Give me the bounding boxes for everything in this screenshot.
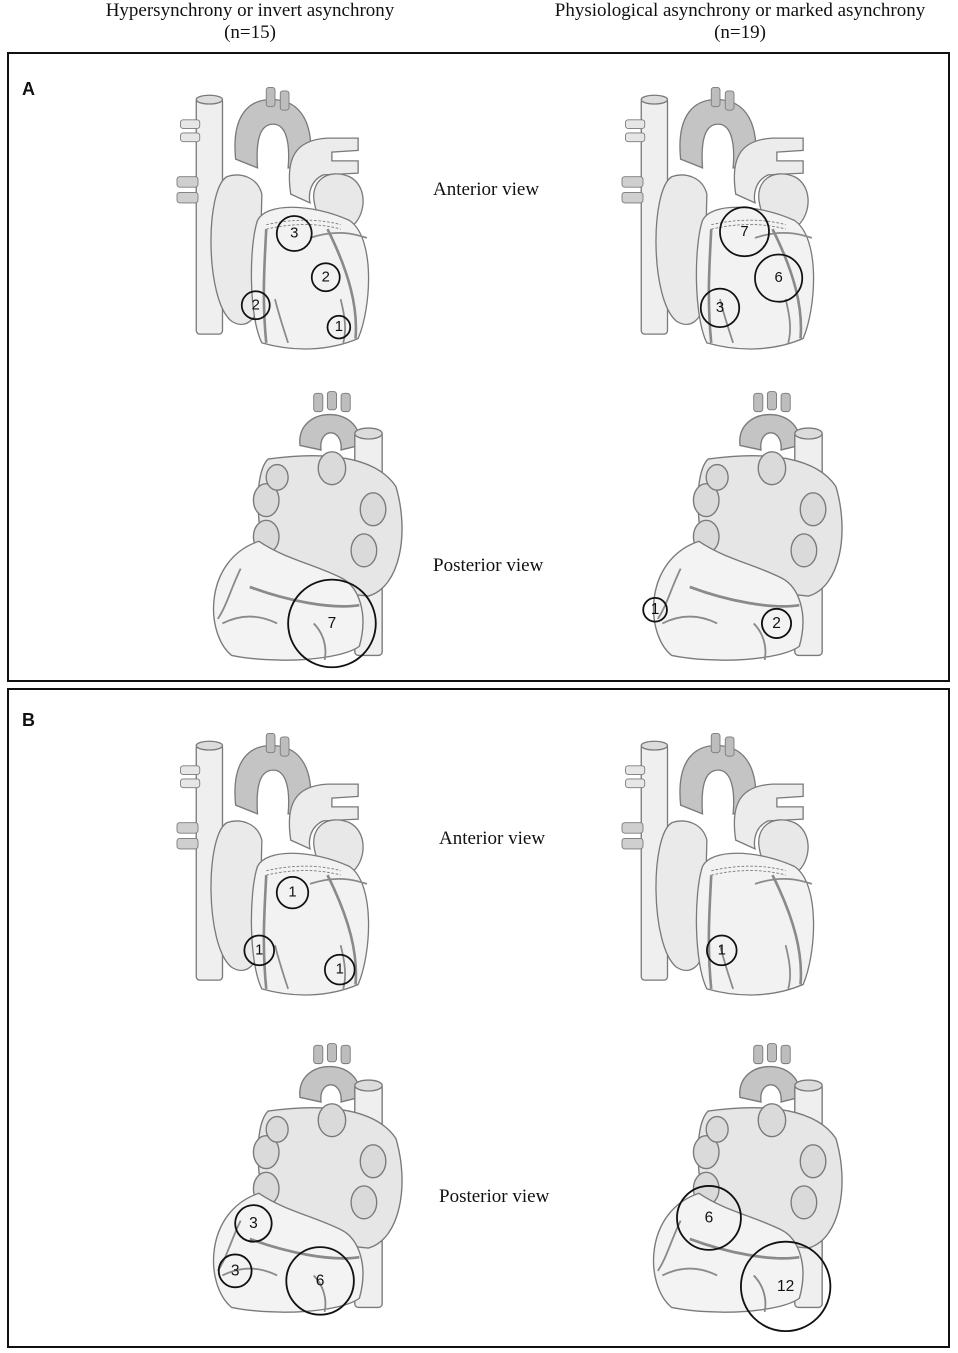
svg-text:1: 1: [718, 942, 726, 958]
svg-text:1: 1: [336, 962, 344, 978]
column-title: Hypersynchrony or invert asynchrony: [105, 0, 395, 21]
svg-text:6: 6: [316, 1272, 325, 1289]
count-marker: 1: [642, 596, 668, 623]
count-marker: 12: [740, 1240, 832, 1333]
count-marker: 7: [719, 206, 770, 258]
posterior-view-label: Posterior view: [433, 555, 544, 576]
heart-anterior-view: 1 1 1: [175, 732, 370, 997]
column-header-left: Hypersynchrony or invert asynchrony (n=1…: [60, 0, 440, 44]
count-marker: 2: [310, 262, 341, 293]
svg-text:3: 3: [290, 226, 298, 242]
svg-text:1: 1: [288, 885, 296, 901]
svg-text:12: 12: [777, 1278, 794, 1295]
column-title: Physiological asynchrony or marked async…: [554, 0, 926, 21]
anterior-view-label: Anterior view: [433, 179, 540, 200]
svg-text:3: 3: [231, 1262, 240, 1279]
heart-posterior-view: 1 2: [642, 390, 844, 662]
posterior-view-label: Posterior view: [439, 1186, 550, 1207]
svg-text:2: 2: [252, 297, 260, 313]
svg-text:2: 2: [772, 615, 781, 632]
count-marker: 1: [324, 953, 356, 986]
heart-posterior-view: 3 3 6: [212, 1042, 404, 1316]
count-marker: 1: [706, 934, 738, 967]
count-marker: 2: [761, 607, 793, 639]
column-count: (n=19): [714, 22, 766, 43]
svg-text:1: 1: [255, 942, 263, 958]
svg-text:2: 2: [322, 269, 330, 285]
column-header-right: Physiological asynchrony or marked async…: [520, 0, 958, 44]
svg-text:6: 6: [705, 1209, 714, 1226]
count-marker: 1: [243, 934, 275, 967]
column-count: (n=15): [224, 22, 276, 43]
heart-anterior-view: 3 2 2 1: [175, 86, 370, 351]
panel-letter: B: [22, 710, 35, 730]
panel-letter: A: [22, 79, 35, 99]
anterior-view-label: Anterior view: [439, 828, 546, 849]
svg-text:7: 7: [740, 224, 748, 240]
count-marker: 2: [240, 290, 271, 321]
count-marker: 1: [326, 314, 352, 340]
count-marker: 6: [676, 1185, 742, 1251]
heart-posterior-view: 7: [212, 390, 404, 669]
svg-text:3: 3: [249, 1215, 258, 1232]
count-marker: 7: [287, 578, 377, 669]
svg-text:6: 6: [774, 270, 782, 286]
heart-anterior-view: 1: [620, 732, 815, 997]
svg-text:3: 3: [716, 300, 724, 316]
count-marker: 3: [699, 287, 741, 328]
svg-text:1: 1: [651, 601, 660, 618]
count-marker: 3: [234, 1204, 273, 1243]
count-marker: 6: [285, 1246, 355, 1316]
count-marker: 1: [275, 876, 310, 910]
heart-posterior-view: 6 12: [652, 1042, 844, 1333]
heart-anterior-view: 7 6 3: [620, 86, 815, 351]
svg-text:7: 7: [328, 615, 337, 632]
svg-text:1: 1: [335, 319, 343, 335]
count-marker: 3: [275, 215, 313, 252]
count-marker: 6: [754, 253, 804, 303]
count-marker: 3: [217, 1253, 253, 1289]
